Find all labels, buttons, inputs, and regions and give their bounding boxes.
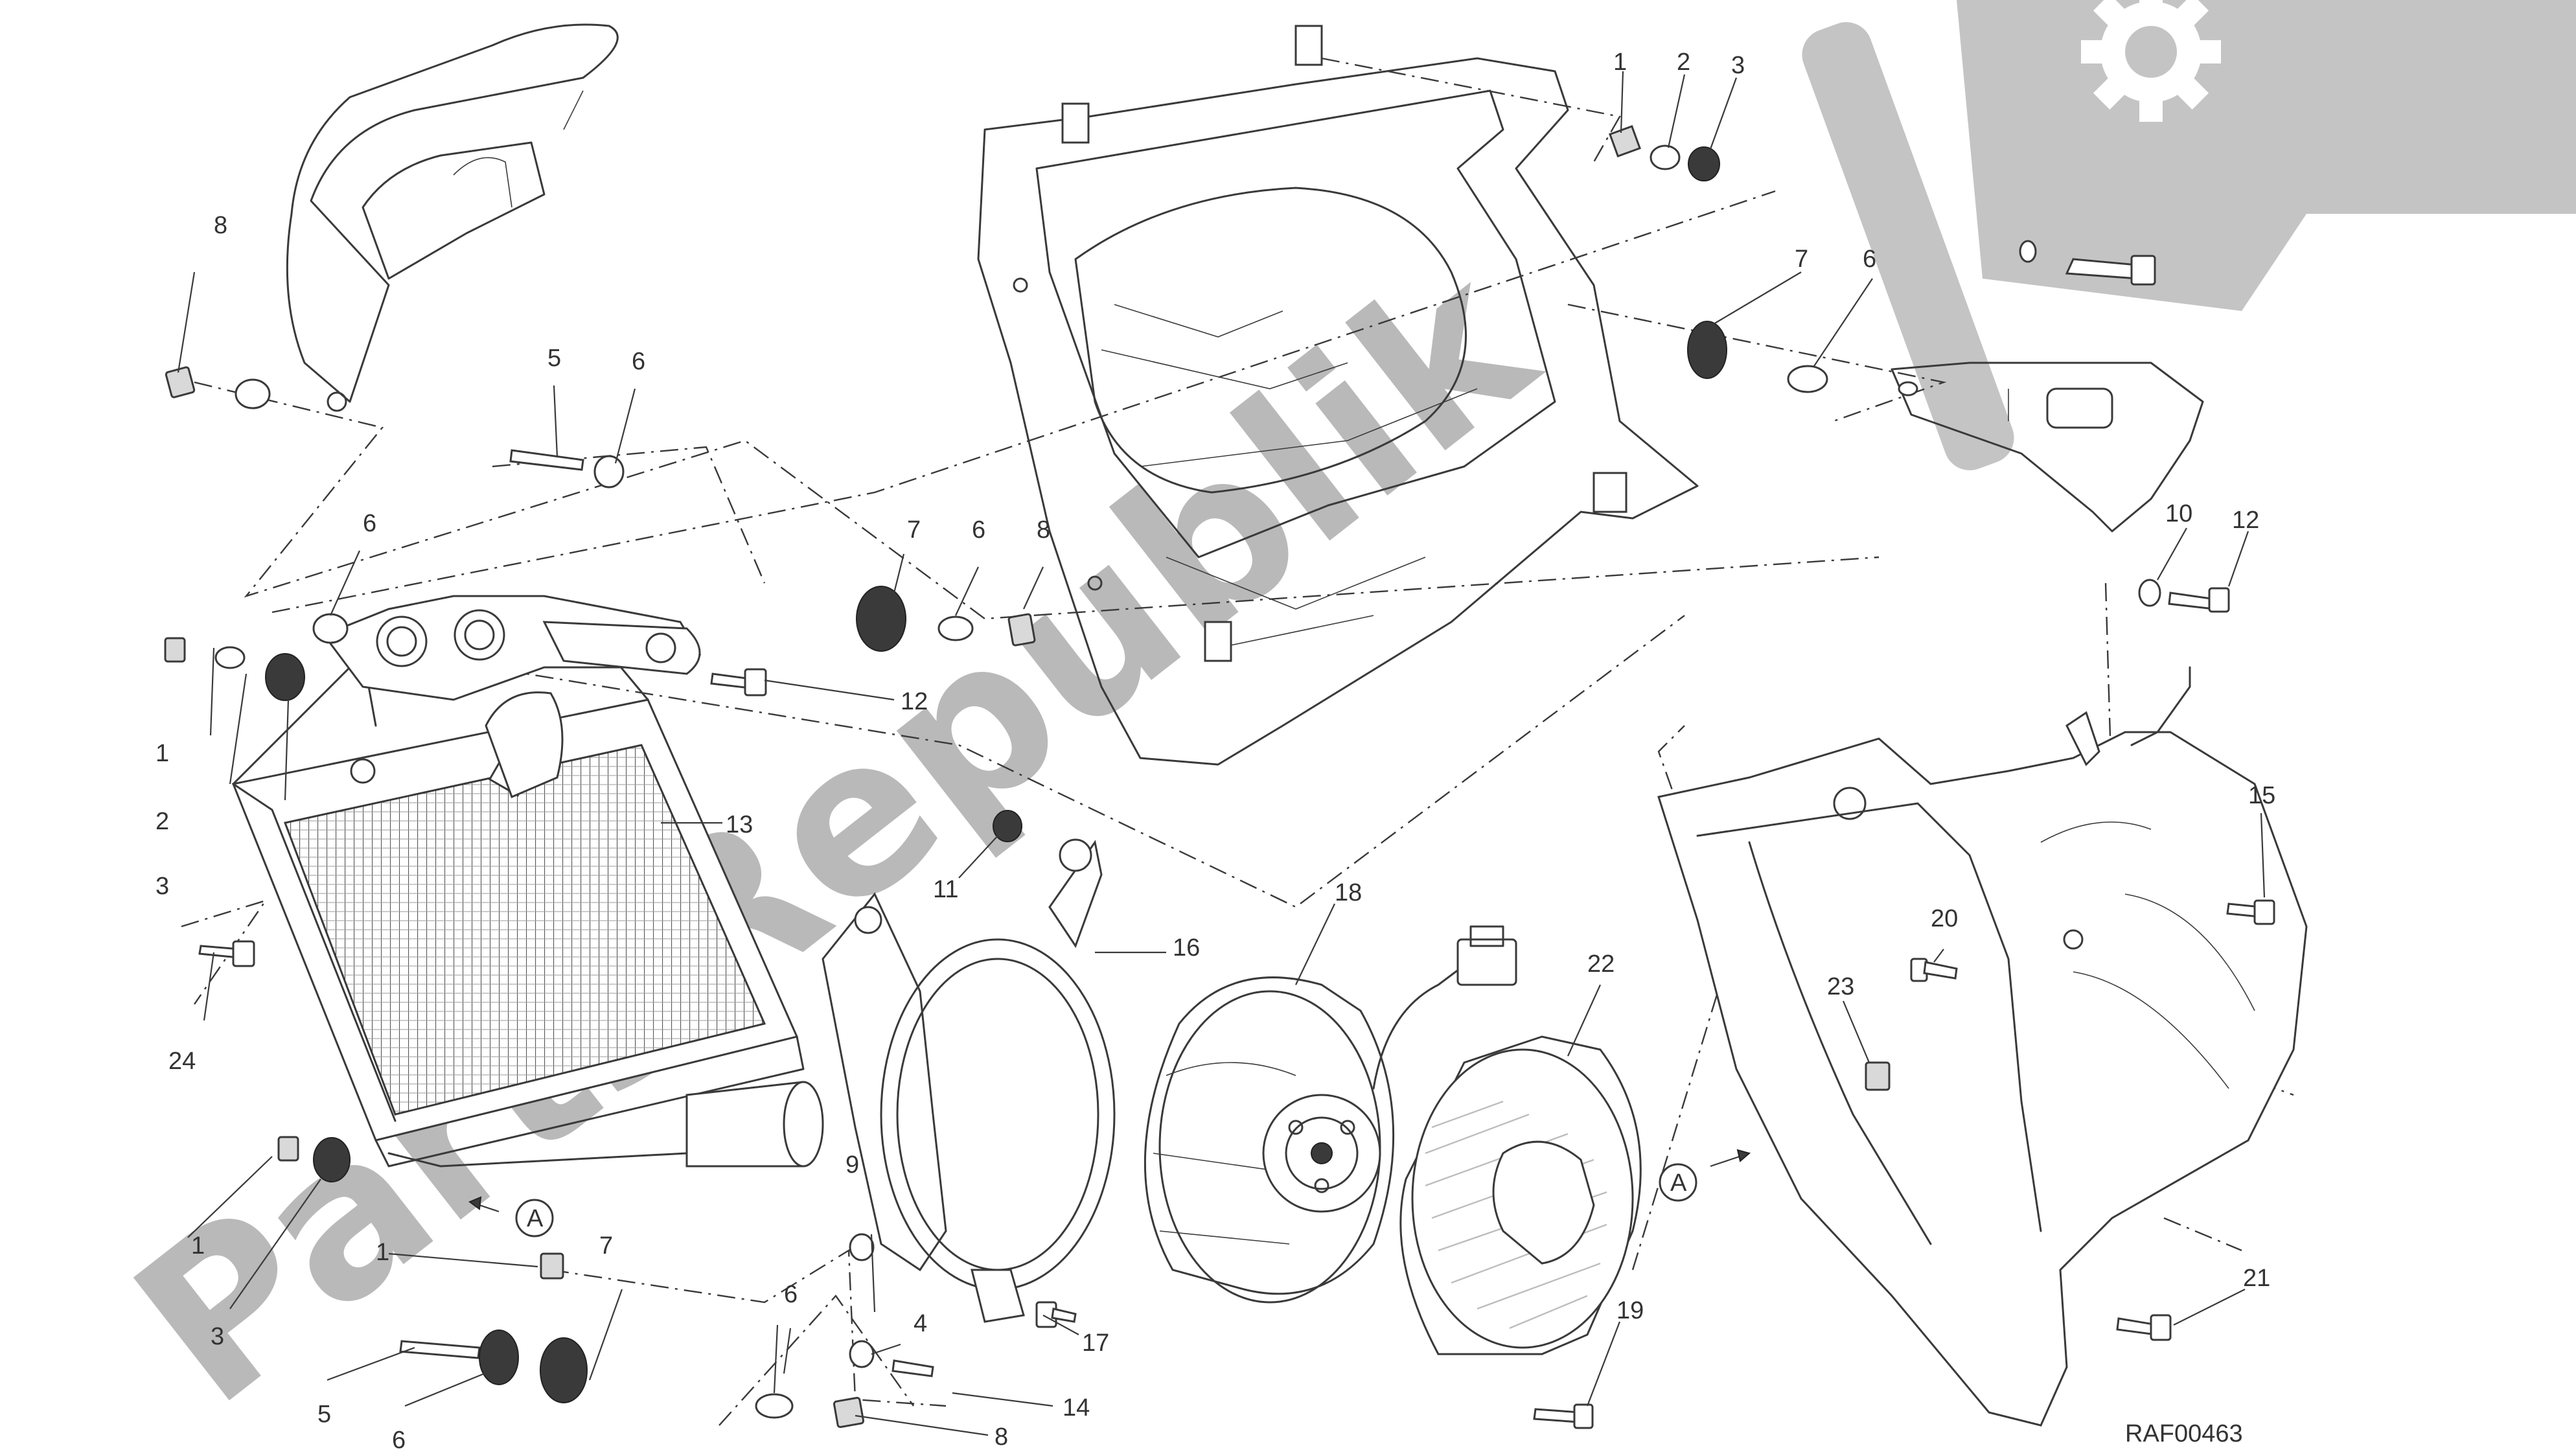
callout-20: 20 [1931,905,1958,932]
reference-mark-a-left: A [527,1205,544,1232]
callout-24: 24 [168,1048,196,1075]
callout-7-lower: 7 [599,1232,613,1260]
callout-8-top: 8 [214,212,227,239]
callout-10: 10 [2165,500,2192,527]
upper-fairing [977,25,1699,766]
callout-5-lower: 5 [317,1401,331,1428]
callout-1-lowerleft: 1 [191,1232,205,1260]
callout-4: 4 [914,1310,927,1337]
callout-labels: 1 2 3 7 6 10 12 15 20 23 21 19 22 18 16 … [155,49,2275,1450]
callout-6-lower: 6 [392,1427,406,1450]
callout-3-lowerleft: 3 [211,1323,224,1350]
assembly-lines [181,57,2294,1426]
callout-6: 6 [1863,246,1876,273]
callout-17: 17 [1082,1329,1109,1357]
callout-2: 2 [1677,49,1690,76]
callout-1: 1 [1613,49,1627,76]
callout-1-lower: 1 [376,1239,389,1266]
fan-shroud [822,838,1116,1323]
callout-2-left: 2 [155,808,169,835]
callout-leaders [177,71,2266,1436]
drawing-code: RAF00463 [2125,1420,2243,1447]
callout-6-bottom: 6 [784,1281,798,1308]
callout-8-center: 8 [1037,516,1050,544]
callout-3: 3 [1731,52,1745,79]
mounting-bracket [322,595,702,701]
gear-wrench-icon [1802,0,2576,470]
callout-5-top: 5 [547,345,561,372]
callout-18: 18 [1335,879,1362,906]
left-air-duct [286,23,619,412]
callout-22: 22 [1587,950,1615,978]
callout-19: 19 [1616,1297,1644,1324]
callout-6-left: 6 [363,510,376,537]
hardware [164,125,2275,1429]
fan-grille [1399,1035,1642,1355]
callout-21: 21 [2243,1265,2270,1292]
callout-15: 15 [2248,782,2275,809]
callout-12: 12 [2232,507,2259,534]
callout-13: 13 [726,811,753,838]
callout-1-left: 1 [155,740,169,767]
callout-8-bottom: 8 [995,1423,1008,1450]
callout-23: 23 [1827,973,1854,1000]
side-cover-panel [1657,666,2308,1427]
callout-7: 7 [1795,246,1808,273]
callout-7-center: 7 [907,516,921,544]
right-bracket [1891,362,2204,533]
callout-14: 14 [1063,1394,1090,1421]
callout-6-center: 6 [972,516,985,544]
callout-3-left: 3 [155,873,169,900]
fan-assembly [1144,925,1517,1304]
callout-9: 9 [845,1151,859,1179]
callout-12-center: 12 [901,688,928,715]
callout-16: 16 [1173,934,1200,961]
reference-mark-a-right: A [1670,1169,1687,1197]
radiator [231,621,824,1168]
callout-11: 11 [933,876,958,903]
callout-6-top: 6 [632,348,645,375]
